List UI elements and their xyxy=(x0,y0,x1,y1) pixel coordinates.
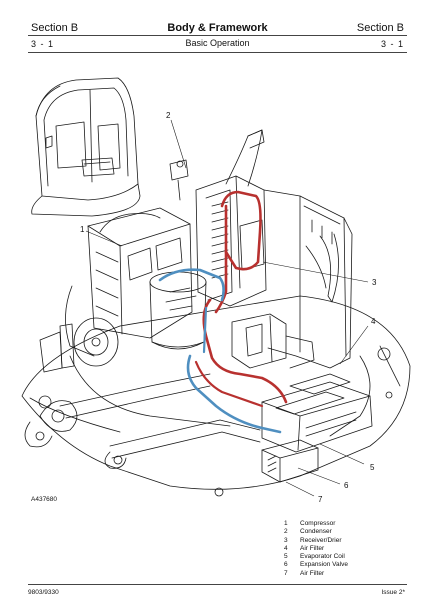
document-number: 9803/9330 xyxy=(28,589,59,596)
header-rule-top xyxy=(28,35,407,36)
high-pressure-line-to-evaporator xyxy=(202,298,288,404)
legend-row: 7 Air Filter xyxy=(284,570,348,578)
air-conditioning-illustration: 1 2 3 4 5 6 7 xyxy=(21,77,411,504)
page-title: Body & Framework xyxy=(167,22,268,34)
engine-block xyxy=(65,207,193,357)
leader-5 xyxy=(319,443,365,465)
legend-number: 6 xyxy=(284,561,288,569)
cab-inset-drawing xyxy=(31,77,141,217)
callout-6: 6 xyxy=(344,481,349,490)
evaporator-unit xyxy=(261,373,373,453)
leader-7 xyxy=(285,481,315,497)
legend-number: 7 xyxy=(284,569,288,577)
leader-3 xyxy=(262,261,369,283)
legend-row: 6 Expansion Valve xyxy=(284,561,348,569)
callout-4: 4 xyxy=(371,317,376,326)
component-legend: 1 Compressor 2 Condenser 3 Receiver/Drier 4… xyxy=(284,520,348,578)
page-number-left: 3 - 1 xyxy=(31,39,55,49)
legend-number: 2 xyxy=(284,528,288,536)
low-pressure-line-lower xyxy=(186,354,282,434)
issue-label: Issue 2* xyxy=(381,589,406,596)
figure-id: A437680 xyxy=(31,496,58,503)
low-pressure-line-suction xyxy=(158,268,225,302)
page-subtitle: Basic Operation xyxy=(185,38,250,48)
legend-number: 1 xyxy=(284,520,288,527)
high-pressure-line-lower xyxy=(194,360,264,408)
high-pressure-line-to-drier xyxy=(214,204,228,314)
legend-row: 4 Air Filter xyxy=(284,545,348,553)
legend-label: Compressor xyxy=(300,520,336,527)
boom-arms xyxy=(24,373,261,469)
legend-number: 3 xyxy=(284,536,288,544)
callout-7: 7 xyxy=(318,495,323,504)
callout-1: 1 xyxy=(80,225,85,234)
legend-label: Air Filter xyxy=(300,569,325,577)
footer-rule xyxy=(28,584,407,585)
base-frame xyxy=(21,295,411,497)
leader-6 xyxy=(297,467,341,485)
legend-number: 5 xyxy=(284,553,288,561)
side-panel xyxy=(263,189,353,369)
page-header: Section B Body & Framework Section B 3 -… xyxy=(0,0,435,56)
valve-block xyxy=(231,313,315,369)
air-filter-box xyxy=(261,439,319,483)
legend-row: 2 Condenser xyxy=(284,528,348,536)
legend-label: Receiver/Drier xyxy=(300,536,342,544)
legend-label: Evaporator Coil xyxy=(300,553,345,561)
section-label-right: Section B xyxy=(356,22,404,34)
legend-number: 4 xyxy=(284,544,288,552)
high-pressure-line-condenser xyxy=(220,190,262,271)
callout-3: 3 xyxy=(372,278,377,287)
engine-pulley xyxy=(39,317,119,373)
legend-label: Expansion Valve xyxy=(300,561,348,569)
leader-2 xyxy=(170,119,187,169)
callout-5: 5 xyxy=(370,463,375,472)
header-rule-bottom xyxy=(28,52,407,53)
legend-row: 5 Evaporator Coil xyxy=(284,553,348,561)
callout-2: 2 xyxy=(166,111,171,120)
exhaust-pipe xyxy=(225,129,265,187)
low-pressure-line-return xyxy=(202,306,208,354)
top-fittings xyxy=(169,159,189,201)
section-label-left: Section B xyxy=(31,22,79,34)
legend-label: Condenser xyxy=(300,528,332,536)
legend-row: 3 Receiver/Drier xyxy=(284,537,348,545)
leader-4 xyxy=(339,325,369,365)
legend-label: Air Filter xyxy=(300,544,325,552)
legend-row: 1 Compressor xyxy=(284,520,348,528)
condenser-unit xyxy=(195,175,267,307)
leader-1 xyxy=(85,230,123,247)
page-number-right: 3 - 1 xyxy=(380,39,404,49)
